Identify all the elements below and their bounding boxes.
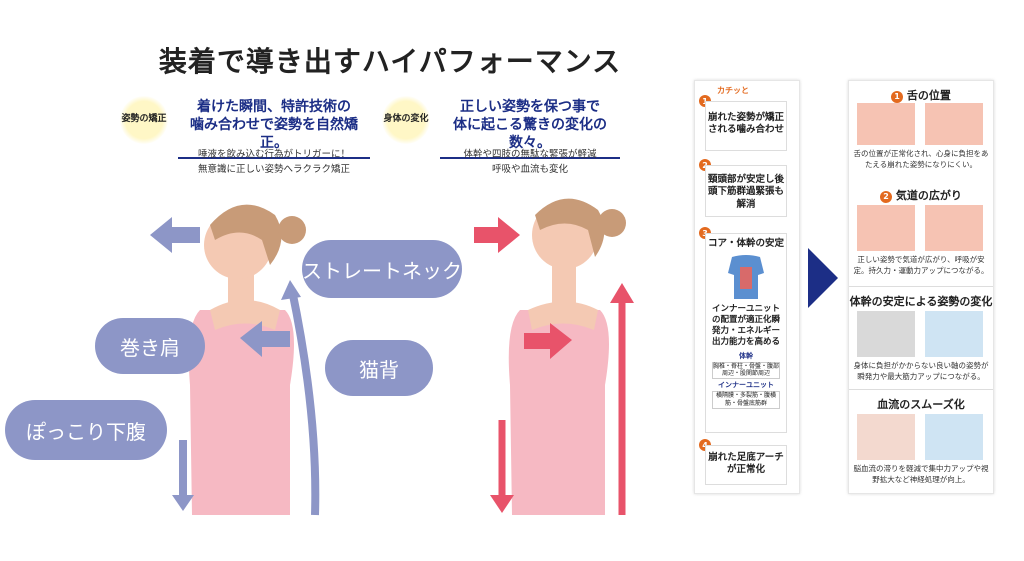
left-sub-line1: 唾液を飲み込む行為がトリガーに！ bbox=[197, 149, 350, 160]
trunk-label: 体幹 bbox=[739, 351, 753, 360]
left-sub-line2: 無意識に正しい姿勢へラクラク矯正 bbox=[197, 163, 350, 175]
blood-head-image bbox=[857, 414, 915, 460]
step-3-card: コア・体幹の安定 インナーユニットの配置が適正化瞬発力・エネルギー出力能力を高め… bbox=[705, 233, 787, 433]
step-1-card: 崩れた姿勢が矯正される噛み合わせ bbox=[705, 101, 787, 151]
right-sub-line1: 体幹や四肢の無駄な緊張が軽減 bbox=[463, 149, 597, 160]
straight-neck-bubble: ストレートネック bbox=[302, 240, 462, 298]
blood-section-title: 血流のスムーズ化 bbox=[877, 398, 965, 411]
tongue-title: 舌の位置 bbox=[906, 89, 951, 102]
trunk-section-title: 体幹の安定による姿勢の変化 bbox=[849, 295, 993, 308]
inner-label: インナーユニット bbox=[718, 381, 774, 390]
airway-title: 気道の広がり bbox=[895, 189, 962, 202]
blood-text: 脳血流の滞りを軽減で集中力アップや視野拡大など神経処理が向上。 bbox=[853, 464, 989, 484]
trunk-text: 身体に負担がかからない良い軸の姿勢が瞬発力や最大筋力アップにつながる。 bbox=[853, 361, 989, 381]
left-headline-line2: 噛み合わせで姿勢を自然矯正。 bbox=[190, 117, 358, 152]
step-2-card: 頸頭部が安定し後頭下筋群過緊張も解消 bbox=[705, 165, 787, 217]
airway-text: 正しい姿勢で気道が広がり、呼吸が安定。持久力・運動力アップにつながる。 bbox=[853, 255, 989, 275]
inner-detail: 横隔膜・多裂筋・腹横筋・骨盤底筋群 bbox=[712, 391, 780, 409]
rounded-shoulder-bubble: 巻き肩 bbox=[95, 318, 205, 374]
left-headline-line1: 着けた瞬間、特許技術の bbox=[197, 99, 351, 115]
posture-illustration bbox=[150, 198, 634, 516]
head-back-arrow bbox=[474, 217, 520, 253]
airway-after-image bbox=[925, 205, 983, 251]
tongue-after-image bbox=[925, 103, 983, 145]
tongue-number: 1 bbox=[891, 90, 904, 103]
head-forward-arrow bbox=[150, 217, 200, 253]
tongue-text: 舌の位置が正常化され、心身に負担をあたえる崩れた姿勢になりにくい。 bbox=[853, 149, 989, 169]
page-title: 装着で導き出すハイパフォーマンス bbox=[158, 45, 622, 78]
core-text: インナーユニットの配置が適正化瞬発力・エネルギー出力能力を高める bbox=[711, 304, 780, 348]
airway-section-title: 2 気道の広がり bbox=[849, 187, 993, 203]
right-headline-line1: 正しい姿勢を保つ事で bbox=[460, 99, 600, 115]
body-change-badge: 身体の変化 bbox=[382, 96, 430, 144]
click-tag: カチッと bbox=[717, 86, 749, 95]
trunk-detail: 胸椎・脊柱・骨盤・腹部周辺・股関節周辺 bbox=[712, 361, 780, 380]
step-3-title: コア・体幹の安定 bbox=[708, 238, 785, 249]
right-sub-line2: 呼吸や血流も変化 bbox=[491, 163, 568, 175]
right-headline: 正しい姿勢を保つ事で 体に起こる驚きの変化の数々。 bbox=[440, 98, 620, 159]
steps-panel: カチッと 1 崩れた姿勢が矯正される噛み合わせ 2 頸頭部が安定し後頭下筋群過緊… bbox=[694, 80, 800, 494]
results-panel: 1 舌の位置 舌の位置が正常化され、心身に負担をあたえる崩れた姿勢になりにくい。… bbox=[848, 80, 994, 494]
posture-correction-badge: 姿勢の矯正 bbox=[120, 96, 168, 144]
tongue-before-image bbox=[857, 103, 915, 145]
airway-before-image bbox=[857, 205, 915, 251]
good-posture-figure bbox=[508, 198, 626, 515]
right-headline-line2: 体に起こる驚きの変化の数々。 bbox=[453, 117, 607, 152]
divider bbox=[849, 389, 993, 390]
hunchback-bubble: 猫背 bbox=[325, 340, 433, 396]
divider bbox=[849, 286, 993, 287]
result-arrow-icon bbox=[808, 248, 838, 308]
blood-vessel-image bbox=[925, 414, 983, 460]
airway-number: 2 bbox=[880, 190, 893, 203]
bad-posture-figure bbox=[188, 204, 306, 515]
shoulder-forward-arrow bbox=[240, 321, 290, 357]
chest-back-arrow bbox=[524, 323, 572, 359]
left-headline: 着けた瞬間、特許技術の 噛み合わせで姿勢を自然矯正。 bbox=[178, 98, 370, 159]
trunk-before-image bbox=[857, 311, 915, 357]
tongue-section-title: 1 舌の位置 bbox=[849, 87, 993, 103]
core-torso-image bbox=[728, 255, 764, 300]
step-4-card: 崩れた足底アーチが正常化 bbox=[705, 445, 787, 485]
spine-curve-arrow bbox=[288, 289, 320, 516]
right-subtext: 体幹や四肢の無駄な緊張が軽減 呼吸や血流も変化 bbox=[440, 148, 620, 177]
trunk-after-image bbox=[925, 311, 983, 357]
left-subtext: 唾液を飲み込む行為がトリガーに！ 無意識に正しい姿勢へラクラク矯正 bbox=[178, 148, 370, 177]
belly-bubble: ぽっこり下腹 bbox=[5, 400, 167, 460]
